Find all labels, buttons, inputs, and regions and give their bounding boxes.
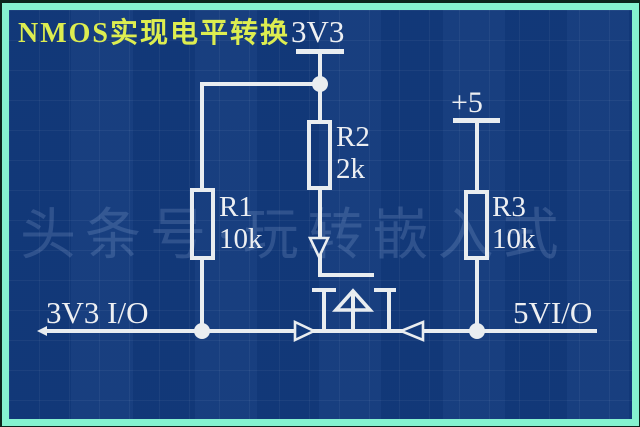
wire-r2-bottom [318, 188, 322, 277]
net-label-5v-io: 5VI/O [513, 295, 593, 330]
wire-io-line [45, 329, 597, 333]
wire-branch-horizontal [200, 82, 322, 86]
resistor-r1-label: R1 10k [219, 191, 263, 256]
resistor-r2-label: R2 2k [336, 121, 370, 186]
junction-dot-3v3 [312, 76, 328, 92]
mosfet-drain-stub [387, 290, 391, 331]
mosfet-source-stub [322, 290, 326, 331]
junction-dot-right [469, 323, 485, 339]
right-flow-arrow-icon [397, 320, 425, 342]
resistor-r2-body [307, 120, 332, 190]
r2-ref: R2 [336, 121, 370, 153]
page-title: NMOS实现电平转换 [18, 18, 291, 49]
resistor-r3-label: R3 10k [492, 191, 536, 256]
mosfet-body-stub [351, 294, 355, 331]
rail-label-5v: +5 [451, 86, 483, 119]
mosfet-channel-right-bar [374, 288, 396, 292]
power-bar-3v3 [296, 49, 344, 54]
resistor-r3-body [464, 190, 489, 260]
gate-arrow-icon [307, 236, 331, 261]
resistor-r1-body [190, 188, 215, 260]
wire-r3-bottom [475, 258, 479, 333]
wire-left-end-tip [37, 326, 47, 336]
junction-dot-left [194, 323, 210, 339]
r3-ref: R3 [492, 191, 526, 223]
power-bar-5v [453, 118, 500, 123]
wire-3v3-stub [318, 54, 322, 86]
net-label-3v3-io: 3V3 I/O [46, 295, 149, 330]
wire-r3-top [475, 122, 479, 190]
wire-r1-top [200, 82, 204, 188]
wire-r1-bottom [200, 258, 204, 333]
rail-label-3v3: 3V3 [291, 14, 345, 49]
r3-value: 10k [492, 223, 536, 256]
r1-ref: R1 [219, 191, 253, 223]
r1-value: 10k [219, 223, 263, 256]
r2-value: 2k [336, 153, 365, 186]
nmos-body-arrow-icon [331, 288, 375, 312]
wire-gate-bar [318, 273, 374, 277]
wire-r2-top [318, 86, 322, 122]
left-flow-arrow-icon [293, 319, 318, 343]
